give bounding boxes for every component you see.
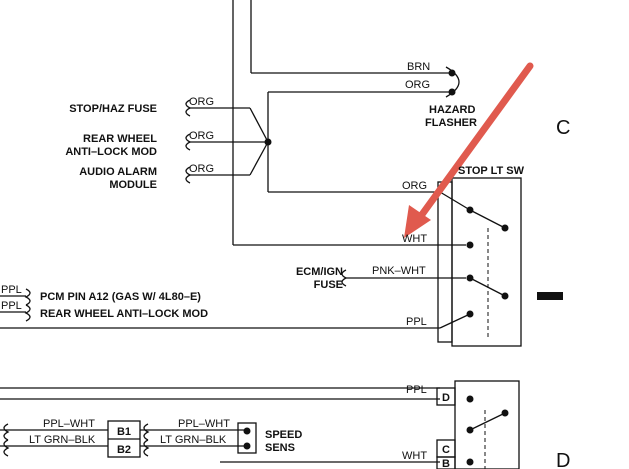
hazard-flasher-label-1: HAZARD	[429, 104, 475, 116]
rear-wheel-bottom-label: REAR WHEEL ANTI–LOCK MOD	[40, 308, 208, 320]
speed-sens-label-1: SPEED	[265, 429, 302, 441]
audio-alarm-label-1: AUDIO ALARM	[79, 166, 157, 178]
rear-wheel-label-1: REAR WHEEL	[83, 133, 157, 145]
connector-c-label: C	[442, 444, 450, 456]
rear-wheel-label-2: ANTI–LOCK MOD	[65, 146, 157, 158]
annotation-arrow	[404, 62, 534, 238]
wire-label-ppl-top: PPL	[406, 316, 427, 328]
speed-sensor-symbol	[237, 422, 257, 454]
connector-symbols	[3, 99, 348, 457]
wire-label-ppl-bottom: PPL	[406, 384, 427, 396]
wire-label-ppl-left-2: PPL	[1, 300, 22, 312]
hazard-flasher-label-2: FLASHER	[425, 117, 477, 129]
audio-alarm-label-2: MODULE	[109, 179, 157, 191]
speed-sens-label-2: SENS	[265, 442, 295, 454]
wire-label-wht-bottom: WHT	[402, 450, 427, 462]
connector-b2-label: B2	[117, 444, 131, 456]
wire-label-pnk-wht: PNK–WHT	[372, 265, 426, 277]
wire-label-org-rear: ORG	[189, 130, 214, 142]
section-marker-bar	[537, 292, 563, 300]
hazard-flasher-symbol	[445, 66, 460, 98]
wire-label-brn: BRN	[407, 61, 430, 73]
wire-label-ppl-wht-2: PPL–WHT	[178, 418, 230, 430]
ecm-ign-label-1: ECM/IGN	[296, 266, 343, 278]
bottom-switch	[436, 380, 520, 469]
wire-label-lt-grn-blk-1: LT GRN–BLK	[29, 434, 96, 446]
stop-lamp-switch	[437, 177, 522, 347]
section-letter-d: D	[556, 450, 570, 469]
wire-label-org-switch: ORG	[402, 180, 427, 192]
wire-label-org-flasher: ORG	[405, 79, 430, 91]
wire-label-ppl-left-1: PPL	[1, 284, 22, 296]
splice-dot	[264, 138, 272, 146]
wire-label-ppl-wht-1: PPL–WHT	[43, 418, 95, 430]
wiring-lines	[0, 0, 451, 463]
b1-b2-connector	[107, 420, 141, 458]
wire-label-wht-top: WHT	[402, 233, 427, 245]
ecm-ign-label-2: FUSE	[314, 279, 343, 291]
stop-haz-fuse-label: STOP/HAZ FUSE	[69, 103, 157, 115]
connector-d-label: D	[442, 392, 450, 404]
wire-label-org-stop: ORG	[189, 96, 214, 108]
wire-label-org-audio: ORG	[189, 163, 214, 175]
section-letter-c: C	[556, 117, 570, 139]
pcm-pin-label: PCM PIN A12 (GAS W/ 4L80–E)	[40, 291, 201, 303]
wire-label-lt-grn-blk-2: LT GRN–BLK	[160, 434, 227, 446]
connector-b1-label: B1	[117, 426, 131, 438]
connector-b-label: B	[442, 458, 450, 469]
stop-lt-sw-label: STOP LT SW	[458, 165, 525, 177]
